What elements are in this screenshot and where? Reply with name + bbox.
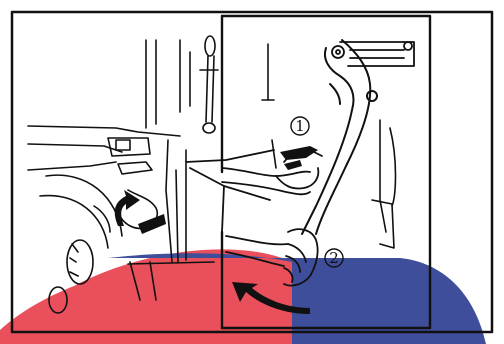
left-hand-detail	[115, 190, 166, 234]
tool-vertical	[200, 36, 218, 133]
callout-1-label: 1	[295, 117, 305, 135]
pulley-ring-icon	[67, 240, 93, 284]
curved-arrow-icon	[115, 190, 140, 226]
callout-2-label: 2	[329, 249, 339, 267]
